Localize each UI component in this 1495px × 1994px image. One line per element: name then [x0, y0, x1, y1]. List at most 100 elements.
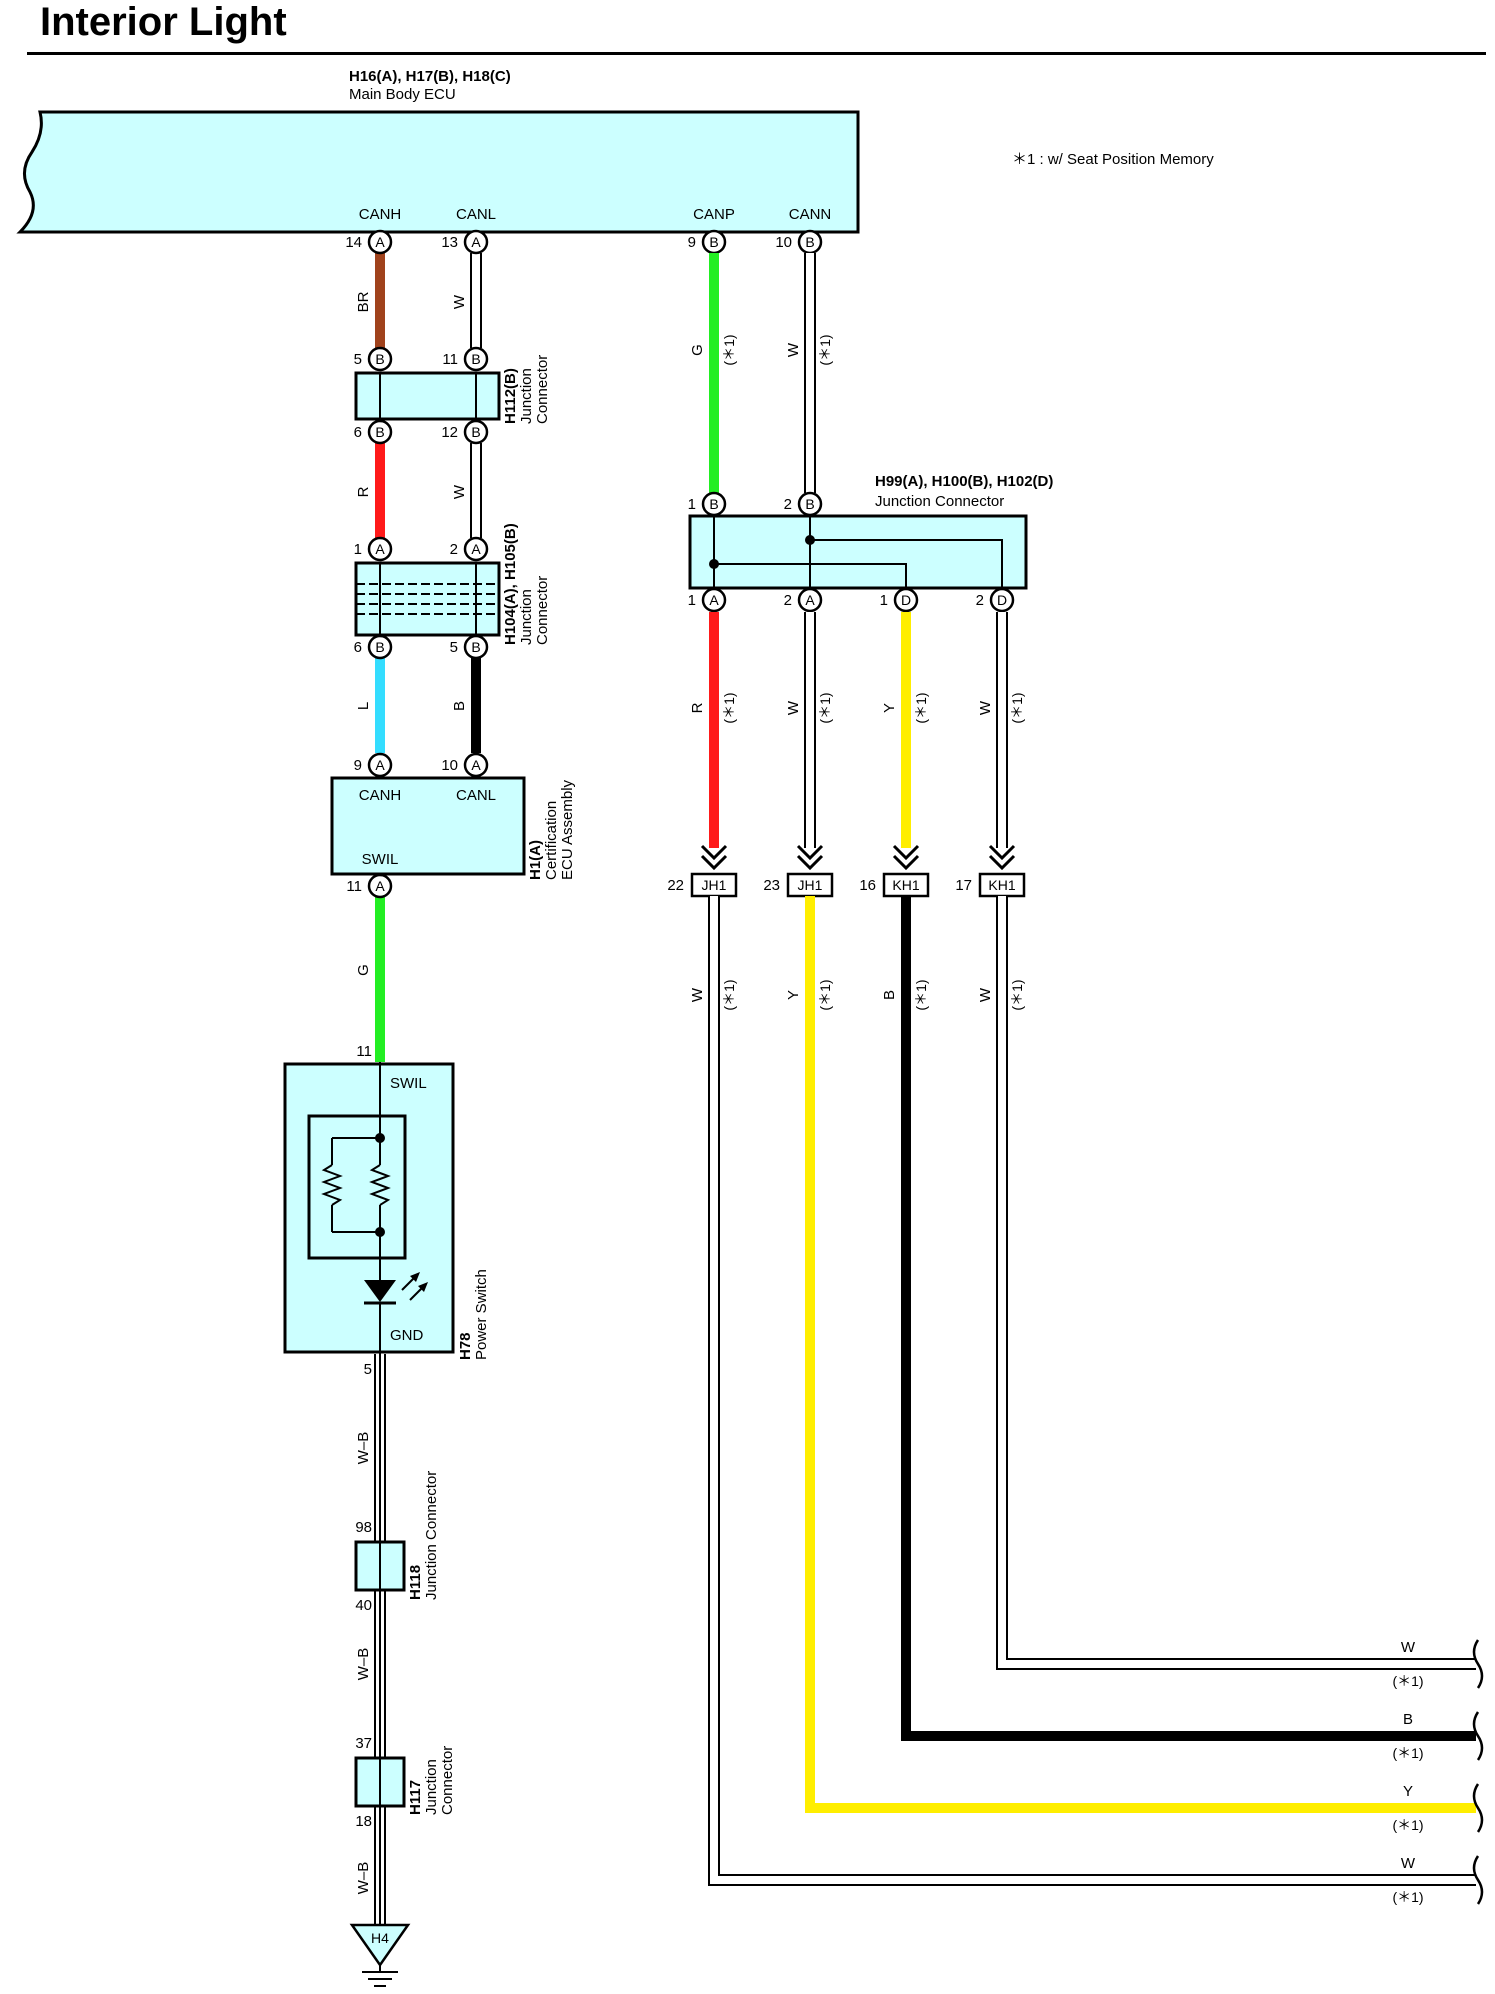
wire-label-w2: W — [451, 484, 468, 499]
svg-text:Certification: Certification — [543, 801, 560, 880]
wire-label-lower-4: W — [977, 987, 994, 1002]
svg-text:37: 37 — [355, 1735, 372, 1752]
svg-text:Junction: Junction — [518, 589, 535, 645]
svg-text:10: 10 — [775, 234, 792, 251]
svg-text:5: 5 — [364, 1361, 372, 1378]
svg-text:A: A — [375, 541, 385, 557]
exit-label-1: W — [1401, 1639, 1416, 1656]
wire-label-l: L — [355, 702, 372, 710]
wire-label-lower-1: W — [689, 987, 706, 1002]
svg-text:H118: H118 — [407, 1565, 424, 1600]
wire-label-lower-3-option: (＊1) — [913, 979, 929, 1010]
svg-text:D: D — [997, 592, 1007, 608]
wire-label-b: B — [451, 701, 468, 711]
svg-text:6: 6 — [354, 639, 362, 656]
svg-text:5: 5 — [450, 639, 458, 656]
title-divider — [27, 52, 1486, 55]
svg-text:H99(A), H100(B), H102(D): H99(A), H100(B), H102(D) — [875, 473, 1053, 490]
junction-connector-h104: A 1 A 2 B 6 B 5 H104(A), H105(B) Junctio… — [354, 523, 551, 660]
svg-text:SWIL: SWIL — [362, 851, 399, 868]
wire-label-branch-4-option: (＊1) — [1009, 692, 1025, 723]
svg-text:Junction: Junction — [423, 1759, 440, 1815]
option-note: ＊1 : w/ Seat Position Memory — [1012, 151, 1214, 168]
svg-text:H4: H4 — [371, 1930, 389, 1946]
svg-text:A: A — [375, 878, 385, 894]
wire-label-branch-2: W — [785, 700, 802, 715]
svg-text:9: 9 — [354, 757, 362, 774]
wire-label-wb-3: W–B — [355, 1862, 372, 1895]
svg-text:B: B — [375, 351, 384, 367]
junction-connector-h99: H99(A), H100(B), H102(D) Junction Connec… — [688, 473, 1053, 613]
wire-lower-white-2 — [996, 896, 1476, 1670]
inline-connector-kh1-17: KH1 17 — [955, 872, 1026, 898]
svg-text:B: B — [471, 639, 480, 655]
svg-text:16: 16 — [859, 877, 876, 894]
svg-text:Connector: Connector — [439, 1746, 456, 1815]
wire-label-lower-2: Y — [785, 990, 802, 1000]
wire-label-w1: W — [451, 294, 468, 309]
ecu-pin-10: B 10 — [775, 229, 823, 255]
svg-text:Connector: Connector — [534, 576, 551, 645]
exit-label-2-option: (＊1) — [1392, 1745, 1423, 1761]
ground-h4: H4 — [349, 1923, 411, 1987]
certification-ecu-h1: A 9 A 10 A 11 CANH CANL SWIL H1(A) Certi… — [330, 752, 576, 899]
svg-text:2: 2 — [450, 541, 458, 558]
main-ecu-terminal-canl: CANL — [456, 206, 496, 223]
wire-label-g: G — [355, 964, 372, 976]
wire-label-cann-option: (＊1) — [817, 334, 833, 365]
wire-label-branch-2-option: (＊1) — [817, 692, 833, 723]
svg-text:B: B — [709, 234, 718, 250]
svg-text:22: 22 — [667, 877, 684, 894]
svg-text:B: B — [375, 639, 384, 655]
wire-label-canp-option: (＊1) — [721, 334, 737, 365]
svg-text:B: B — [471, 424, 480, 440]
svg-text:H104(A), H105(B): H104(A), H105(B) — [502, 523, 519, 645]
svg-text:40: 40 — [355, 1597, 372, 1614]
wire-label-wb-2: W–B — [355, 1648, 372, 1681]
wire-label-cann: W — [785, 342, 802, 357]
wire-label-branch-1-option: (＊1) — [721, 692, 737, 723]
svg-text:Junction: Junction — [518, 368, 535, 424]
svg-text:KH1: KH1 — [892, 877, 919, 893]
wire-label-r: R — [355, 486, 372, 497]
svg-text:B: B — [805, 496, 814, 512]
svg-text:A: A — [471, 234, 481, 250]
main-ecu-name: Main Body ECU — [349, 86, 456, 103]
svg-text:A: A — [471, 541, 481, 557]
svg-text:11: 11 — [346, 878, 362, 895]
wire-label-wb-1: W–B — [355, 1432, 372, 1465]
svg-text:13: 13 — [441, 234, 458, 251]
svg-text:ECU Assembly: ECU Assembly — [559, 779, 576, 880]
svg-text:B: B — [375, 424, 384, 440]
wire-label-br: BR — [355, 291, 372, 312]
svg-text:H112(B): H112(B) — [502, 368, 519, 424]
svg-text:17: 17 — [955, 877, 972, 894]
ecu-pin-13: A 13 — [441, 229, 489, 255]
wire-label-branch-3: Y — [881, 703, 898, 713]
exit-label-3-option: (＊1) — [1392, 1817, 1423, 1833]
wire-lower-white-1 — [708, 896, 1476, 1886]
wire-label-branch-1: R — [689, 702, 706, 713]
svg-text:H1(A): H1(A) — [527, 840, 544, 880]
svg-text:9: 9 — [688, 234, 696, 251]
svg-text:GND: GND — [390, 1327, 424, 1344]
junction-connector-h112: B 5 B 11 B 6 B 12 H112(B) Junction Conne… — [354, 346, 551, 445]
svg-text:B: B — [709, 496, 718, 512]
svg-text:Junction Connector: Junction Connector — [875, 493, 1004, 510]
svg-text:A: A — [471, 757, 481, 773]
svg-text:98: 98 — [355, 1519, 372, 1536]
svg-text:10: 10 — [441, 757, 458, 774]
svg-text:B: B — [805, 234, 814, 250]
junction-connector-h118: 98 40 H118 Junction Connector — [354, 1471, 440, 1614]
svg-text:11: 11 — [356, 1043, 372, 1060]
exit-label-2: B — [1403, 1711, 1413, 1728]
svg-text:JH1: JH1 — [798, 877, 823, 893]
wire-label-branch-4: W — [977, 700, 994, 715]
resistor-network — [321, 1116, 391, 1280]
svg-text:Junction Connector: Junction Connector — [423, 1471, 440, 1600]
svg-text:H117: H117 — [407, 1780, 424, 1815]
svg-text:D: D — [901, 592, 911, 608]
svg-text:1: 1 — [880, 592, 888, 609]
svg-text:SWIL: SWIL — [390, 1075, 427, 1092]
